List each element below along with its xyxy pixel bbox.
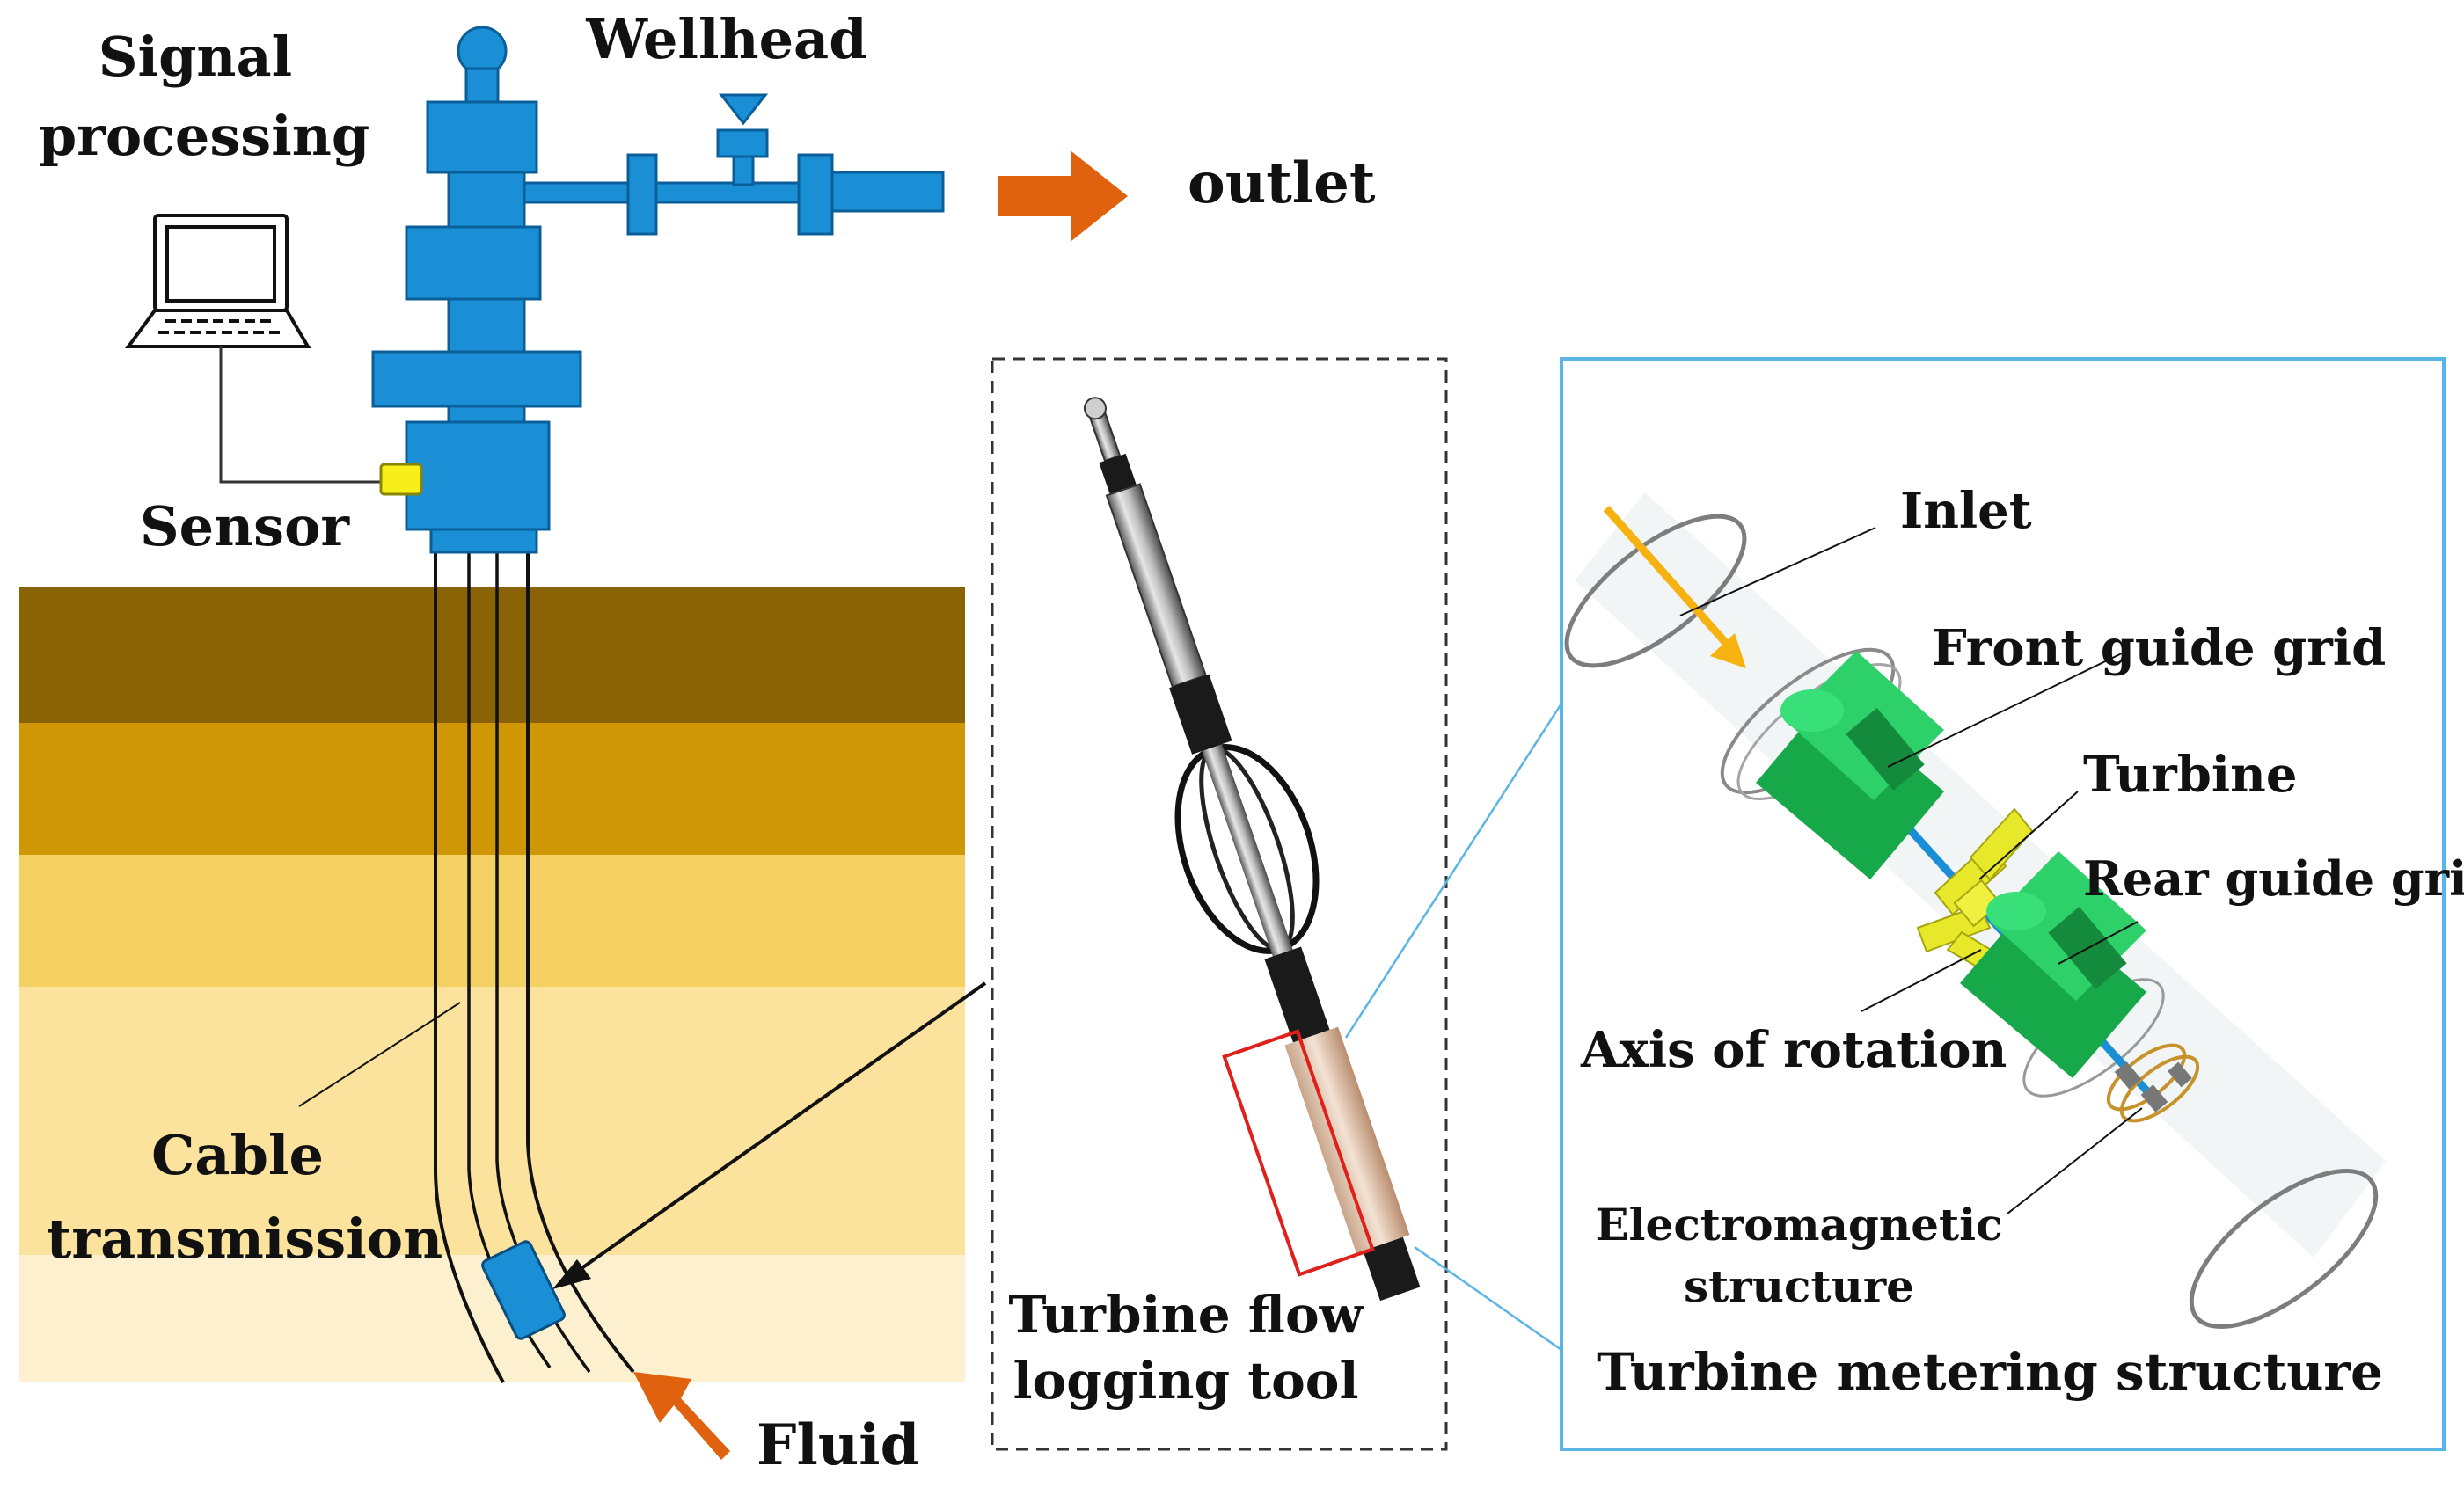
label-signal-processing-2: processing	[39, 104, 369, 168]
label-sensor: Sensor	[140, 494, 351, 558]
label-cable-1: Cable	[151, 1123, 324, 1187]
label-signal-processing-1: Signal	[99, 25, 292, 89]
label-rear-guide-grid: Rear guide grid	[2083, 850, 2464, 907]
well-to-tool-arrow	[570, 981, 987, 1277]
leader-inlet	[1679, 527, 1876, 616]
turbine-rotor	[1916, 807, 2034, 978]
front-guide-grid	[1756, 651, 1944, 879]
sensor-icon	[379, 463, 423, 496]
metering-structure-illustration	[1564, 492, 2386, 1329]
cable-label-leader	[298, 1002, 461, 1107]
label-metering-structure: Turbine metering structure	[1597, 1342, 2383, 1402]
inlet-ring	[1564, 514, 1747, 668]
metering-structure-panel	[1560, 357, 2446, 1451]
label-electromagnetic-1: Electromagnetic	[1595, 1199, 2002, 1251]
outlet-pipe	[523, 181, 630, 204]
wellhead-valve-icon	[718, 93, 769, 126]
tool-photo-panel	[991, 357, 1448, 1451]
label-fluid: Fluid	[757, 1412, 919, 1478]
electromagnetic-coil	[2106, 1043, 2200, 1123]
leader-turbine	[1978, 791, 2079, 880]
tool-highlight-box	[1222, 1029, 1375, 1277]
zoom-line-top	[1344, 703, 1563, 1039]
rear-guide-grid	[1960, 851, 2146, 1078]
wellbore-left-wall	[434, 545, 505, 1383]
leader-front-guide	[1887, 650, 2128, 768]
wellbore	[298, 545, 635, 1383]
stratum-2	[19, 723, 965, 855]
stratum-3	[19, 855, 965, 987]
logging-tool-illustration	[1083, 397, 1421, 1302]
leader-electromagnetic	[2007, 1107, 2143, 1214]
outlet-arrow-icon	[998, 151, 1128, 241]
label-inlet: Inlet	[1900, 482, 2032, 540]
label-tool-1: Turbine flow	[1008, 1285, 1364, 1345]
wellbore-right-wall	[526, 545, 635, 1374]
laptop-icon	[125, 214, 311, 348]
fluid-arrow-icon	[633, 1372, 730, 1460]
label-outlet: outlet	[1188, 150, 1376, 216]
zoom-line-bottom	[1414, 1245, 1562, 1352]
arrowhead-icon	[552, 1259, 591, 1289]
stratum-1	[19, 587, 965, 723]
inlet-flow-arrow	[1603, 506, 1735, 652]
wellhead-assembly	[371, 26, 945, 554]
sensor-cable	[219, 346, 387, 484]
label-front-guide-grid: Front guide grid	[1932, 619, 2386, 677]
label-turbine: Turbine	[2083, 746, 2298, 804]
downhole-tool-in-well	[481, 1240, 566, 1340]
stratum-4	[19, 987, 965, 1255]
outlet-ring	[2189, 1169, 2379, 1329]
label-electromagnetic-2: structure	[1684, 1260, 1914, 1312]
label-wellhead: Wellhead	[585, 7, 866, 71]
tool-sensor-section	[1284, 1026, 1410, 1253]
leader-rear-guide	[2058, 921, 2139, 965]
inlet-arrow-head-icon	[1710, 633, 1746, 668]
label-axis-of-rotation: Axis of rotation	[1580, 1021, 2007, 1079]
label-cable-2: transmission	[47, 1207, 442, 1271]
leader-axis	[1861, 949, 1982, 1012]
label-tool-2: logging tool	[1013, 1351, 1359, 1411]
cable-line	[467, 545, 552, 1368]
